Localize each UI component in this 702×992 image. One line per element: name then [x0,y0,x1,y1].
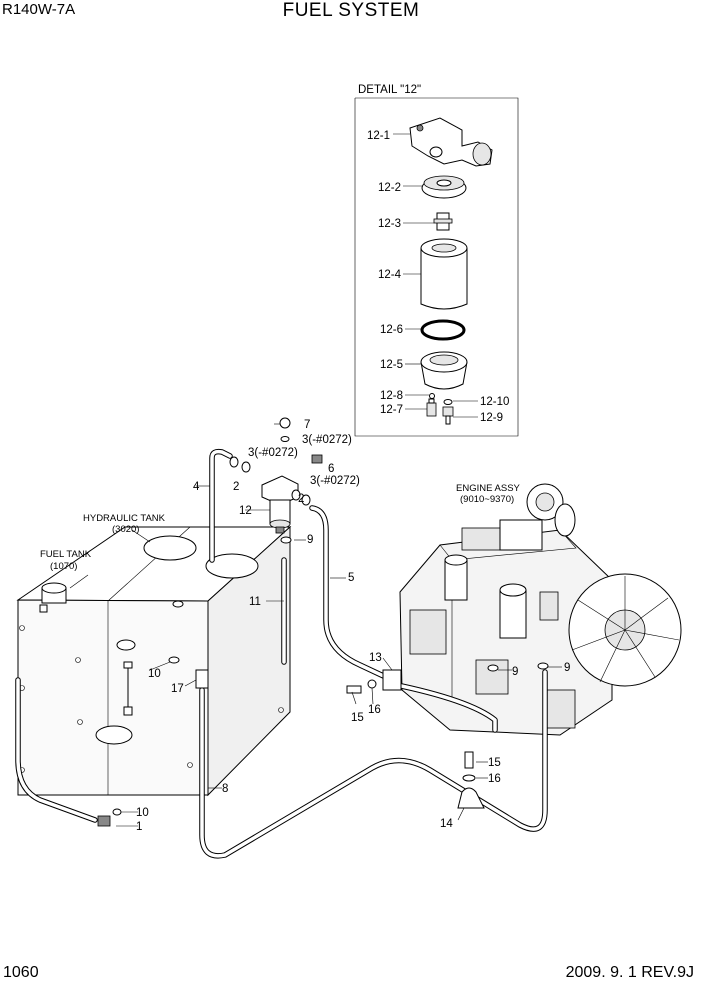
plug-7[interactable] [279,417,291,429]
bolt-15[interactable] [346,685,362,694]
o-ring-part[interactable] [420,319,466,341]
callout-3-b: 3(-#0272) [248,447,298,459]
engine-assy-label: ENGINE ASSY [456,483,521,494]
fuel-filter-assembly[interactable] [261,475,299,534]
label-12-6: 12-6 [380,324,403,336]
clamp-13[interactable] [382,669,402,691]
filter-cartridge-part[interactable] [420,238,468,310]
label-12-1: 12-1 [367,130,390,142]
callout-12: 12 [239,505,252,517]
engine-assembly[interactable] [399,483,682,736]
filter-head-part[interactable] [409,117,493,167]
callout-16-a: 16 [368,704,381,716]
filter-ring-part[interactable] [421,175,467,199]
bolt-15b[interactable] [464,751,474,769]
filter-nipple-part[interactable] [433,212,453,231]
callout-7: 7 [304,419,310,431]
clamp-14[interactable] [457,787,485,809]
fuel-tank-ref: (1070) [50,561,77,572]
page-number: 1060 [3,964,39,981]
detail-12-panel: DETAIL "12" [354,84,519,437]
engine-assy-ref: (9010~9370) [460,494,514,505]
callout-8: 8 [222,783,228,795]
fuel-cap[interactable] [41,582,67,604]
callout-5: 5 [348,572,354,584]
page-title: FUEL SYSTEM [282,0,420,21]
callout-10-a: 10 [148,668,161,680]
label-12-5: 12-5 [380,359,403,371]
fitting-17[interactable] [195,669,209,689]
o-ring-9[interactable] [280,536,292,544]
callout-11: 11 [249,596,261,608]
callout-10-b: 10 [136,807,149,819]
o-ring-10[interactable] [112,808,122,816]
detail-title: DETAIL "12" [358,84,421,96]
label-12-9: 12-9 [480,412,503,424]
callout-1: 1 [136,821,142,833]
sensor-part[interactable] [426,393,437,417]
callout-4: 4 [193,481,200,493]
callout-16-b: 16 [488,773,501,785]
callout-14: 14 [440,818,453,830]
hydraulic-tank-label: HYDRAULIC TANK [83,513,166,524]
callout-3-c: 3(-#0272) [310,475,360,487]
callout-9-b: 9 [512,666,518,678]
callout-13: 13 [369,652,382,664]
water-separator-bowl-part[interactable] [420,351,468,390]
callout-2-b: 2 [298,493,304,505]
callout-3-a: 3(-#0272) [302,434,352,446]
hydraulic-tank-ref: (3020) [112,524,139,535]
revision-date: 2009. 9. 1 REV.9J [565,964,694,981]
washer-2[interactable] [229,456,239,468]
label-12-4: 12-4 [378,269,402,281]
tank-assembly [16,525,292,797]
callout-9-c: 9 [564,662,570,674]
callout-15-b: 15 [488,757,501,769]
fitting-1[interactable] [97,815,111,827]
drain-valve-part[interactable] [442,399,454,425]
callout-17: 17 [171,683,184,695]
callout-15-a: 15 [351,712,364,724]
label-12-8: 12-8 [380,390,403,402]
washer-16b[interactable] [462,774,476,782]
label-12-2: 12-2 [378,182,401,194]
callout-2-a: 2 [233,481,239,493]
o-ring-10b[interactable] [168,656,180,664]
label-12-3: 12-3 [378,218,401,230]
label-12-7: 12-7 [380,404,403,416]
callout-9-a: 9 [307,534,313,546]
model-code: R140W-7A [2,1,76,18]
callout-6: 6 [328,463,334,475]
label-12-10: 12-10 [480,396,509,408]
fuel-tank-label: FUEL TANK [40,549,92,560]
fitting-6[interactable] [311,454,323,464]
washer-16[interactable] [367,679,377,689]
